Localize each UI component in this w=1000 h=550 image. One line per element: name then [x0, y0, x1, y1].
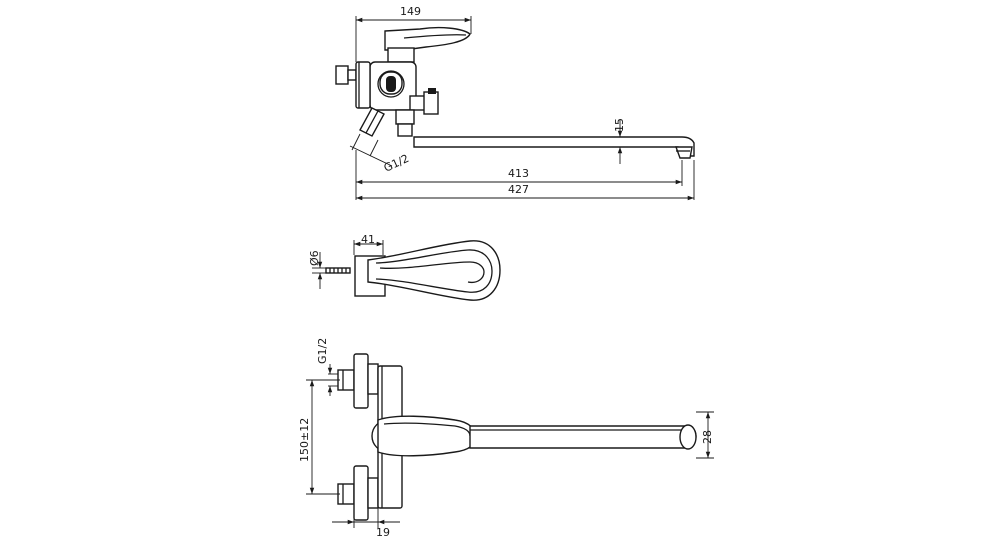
- bottom-outlet: [395, 109, 415, 137]
- dim-spout-height-label: 15: [613, 118, 626, 132]
- side-view: 149: [335, 5, 695, 201]
- dim-top-width-label: 149: [400, 5, 421, 18]
- front-view: G1/2: [298, 338, 714, 539]
- dim-reach-total-label: 427: [508, 183, 529, 196]
- dim-reach-inner-label: 413: [508, 167, 529, 180]
- dim-handle-diameter-label: Ø6: [308, 250, 321, 266]
- mixer-body: [369, 61, 417, 111]
- dim-eccentric-depth-label: 19: [376, 526, 390, 539]
- hose-connector: [359, 107, 385, 137]
- dim-thread-top-label: G1/2: [382, 152, 411, 175]
- lever-handle: [384, 26, 471, 63]
- inlet-eccentric-left: [335, 61, 371, 109]
- handle-top-view: 41 Ø6: [308, 233, 501, 301]
- spout-front: [469, 424, 697, 450]
- dim-center-distance-label: 150±12: [298, 418, 311, 462]
- dim-handle-depth-label: 41: [361, 233, 375, 246]
- diverter-knob: [409, 88, 439, 115]
- dim-thread-front-label: G1/2: [316, 338, 329, 364]
- long-spout: [413, 136, 695, 159]
- inlet-upper: [337, 353, 379, 409]
- inlet-lower: [337, 465, 379, 521]
- dim-spout-diameter-label: 28: [701, 430, 714, 444]
